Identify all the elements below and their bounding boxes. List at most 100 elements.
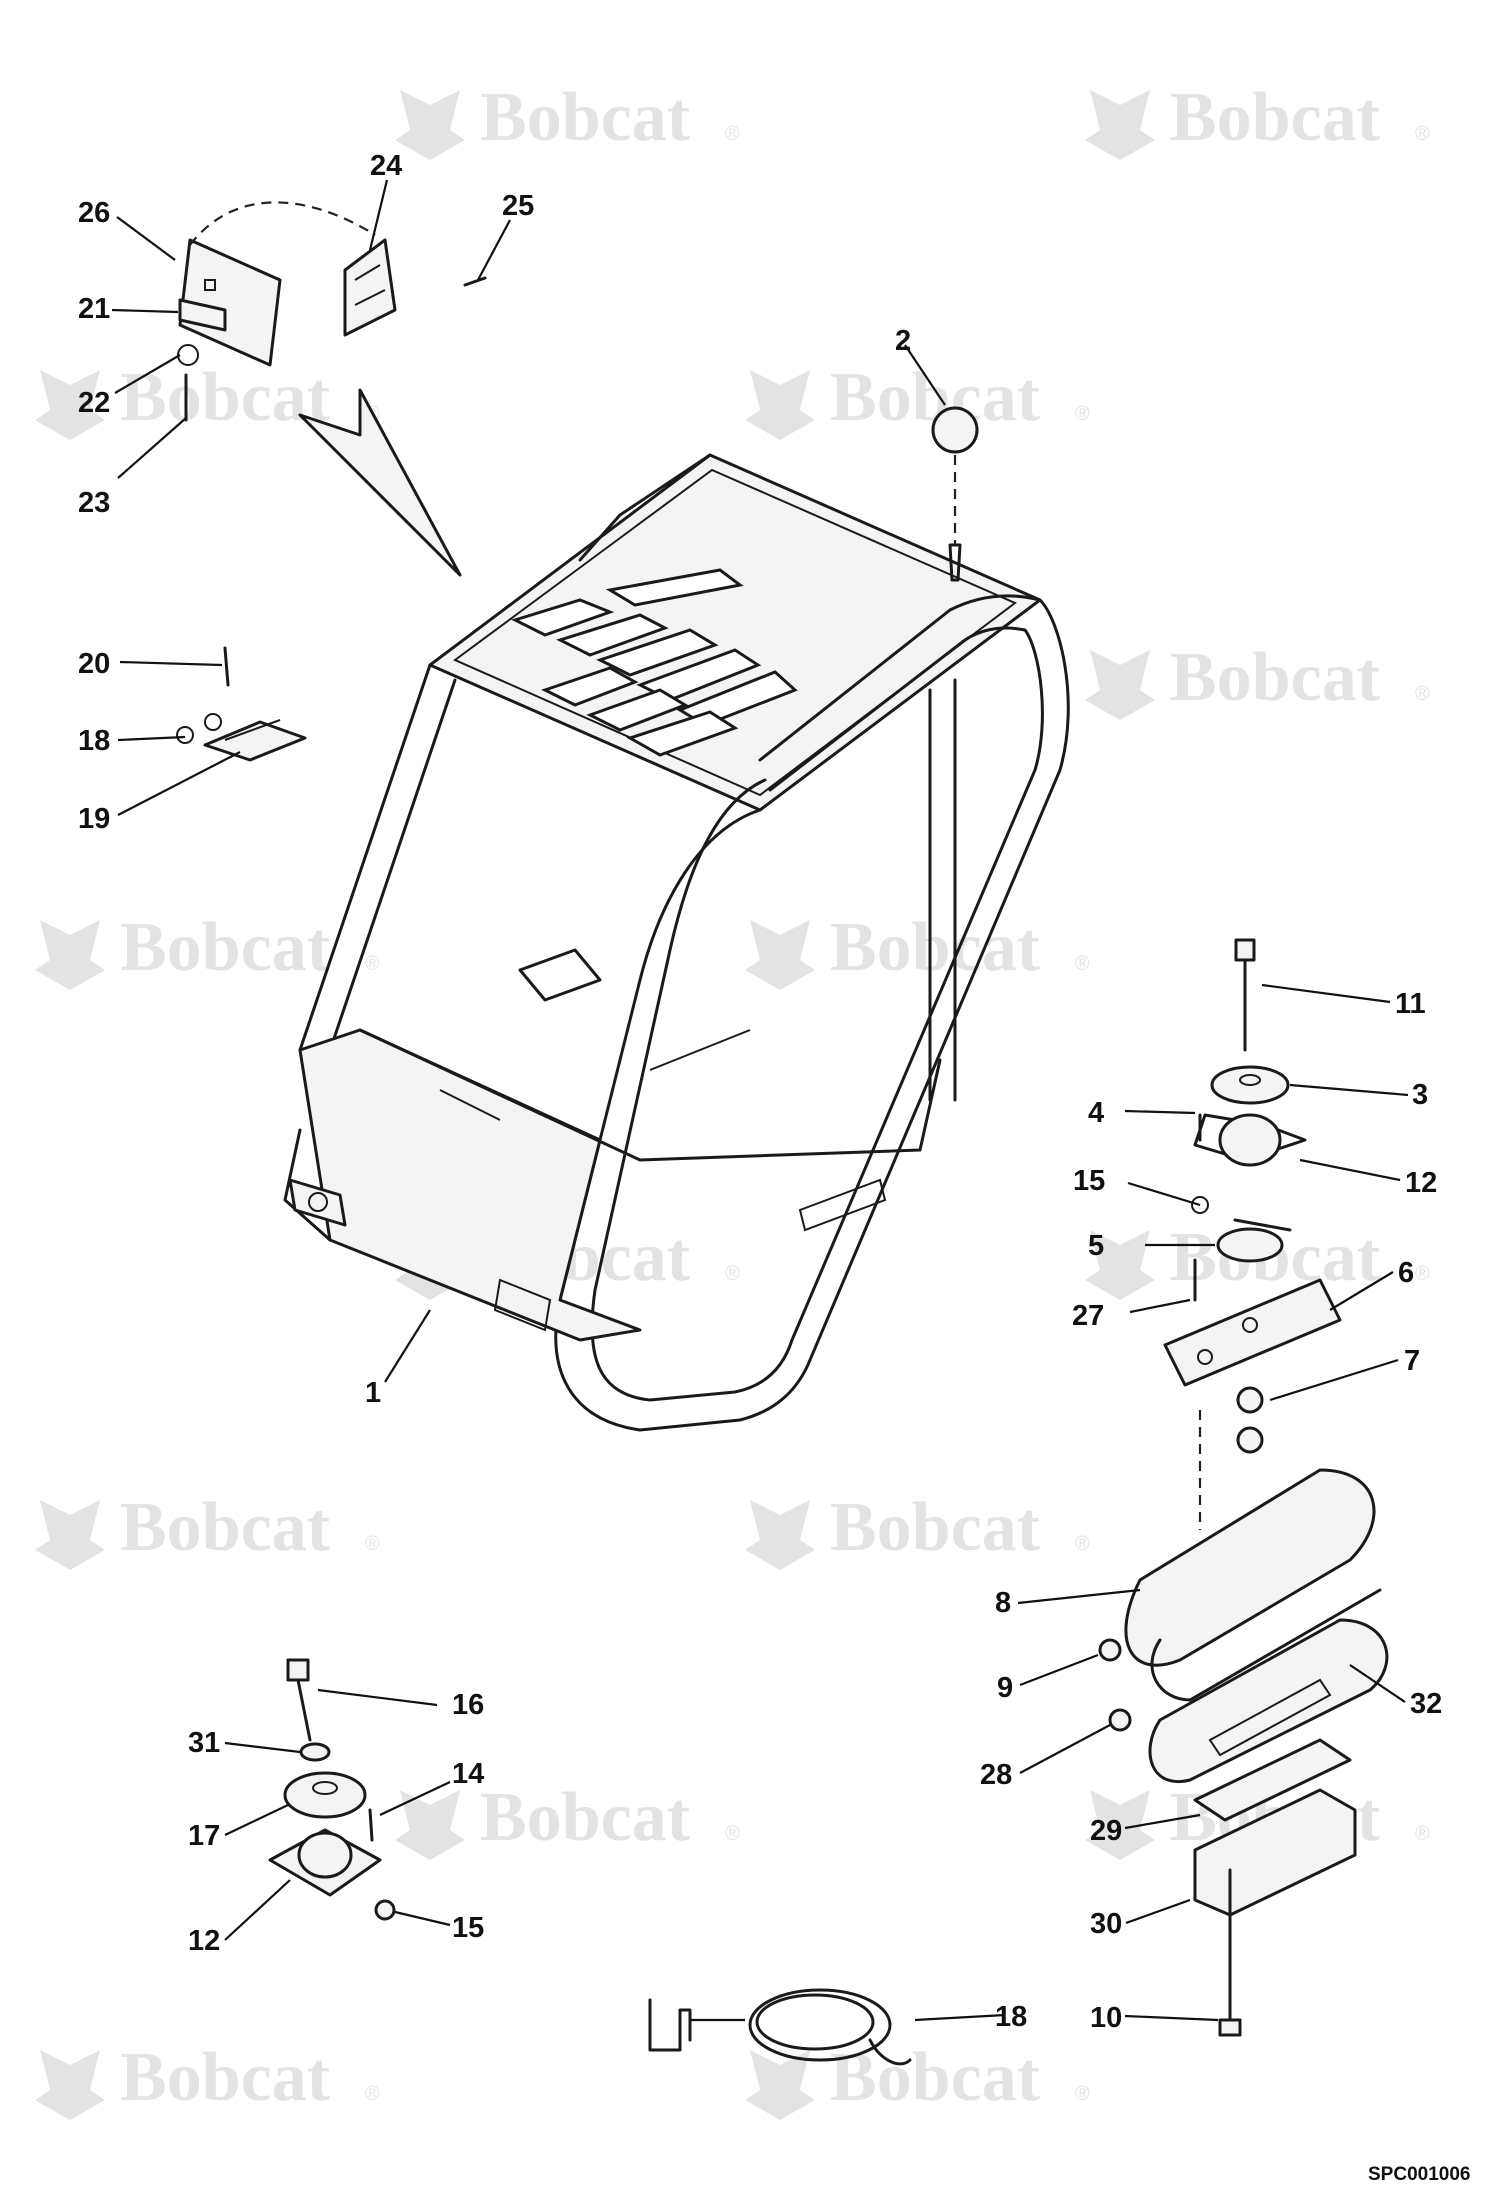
watermark-text: Bobcat [120, 2039, 330, 2116]
watermark: Bobcat ® [35, 1489, 380, 1570]
leader-lines [111, 179, 1409, 2022]
watermark: Bobcat ® [1085, 79, 1430, 160]
bobcat-logo-icon [35, 920, 105, 990]
callout-15-left: 15 [452, 1912, 484, 1944]
spring-mount-parts [1098, 1468, 1389, 2037]
callout-7: 7 [1404, 1345, 1420, 1377]
bobcat-logo-icon [745, 370, 815, 440]
drawing-code: SPC001006 [1368, 2164, 1470, 2185]
pointer-arrow [298, 388, 462, 577]
watermark-registered-mark: ® [365, 2083, 380, 2105]
callout-1: 1 [365, 1377, 381, 1409]
watermark: Bobcat ® [35, 909, 380, 990]
watermark: Bobcat ® [1085, 1219, 1430, 1300]
watermark-registered-mark: ® [1075, 2083, 1090, 2105]
watermark: Bobcat ® [35, 2039, 380, 2120]
watermark-registered-mark: ® [1075, 953, 1090, 975]
callout-21: 21 [78, 293, 110, 325]
watermark-text: Bobcat [1170, 79, 1380, 156]
callout-9: 9 [997, 1672, 1013, 1704]
bobcat-logo-icon [1085, 1230, 1155, 1300]
callout-10: 10 [1090, 2002, 1122, 2034]
callout-27: 27 [1072, 1300, 1104, 1332]
bobcat-logo-icon [1085, 90, 1155, 160]
callout-26: 26 [78, 197, 110, 229]
watermark-registered-mark: ® [365, 1533, 380, 1555]
bobcat-logo-icon [35, 1500, 105, 1570]
callout-32: 32 [1410, 1688, 1442, 1720]
watermark: Bobcat ® [1085, 639, 1430, 720]
watermark-registered-mark: ® [725, 1263, 740, 1285]
bobcat-logo-icon [395, 90, 465, 160]
callout-24: 24 [370, 150, 402, 182]
bobcat-logo-icon [745, 920, 815, 990]
watermark-text: Bobcat [120, 909, 330, 986]
watermark-text: Bobcat [120, 1489, 330, 1566]
callout-11: 11 [1395, 988, 1426, 1020]
watermark-registered-mark: ® [365, 953, 380, 975]
watermark: Bobcat® [35, 359, 380, 440]
callout-12-left: 12 [188, 1925, 220, 1957]
callout-16: 16 [452, 1689, 484, 1721]
edge-trim-part [648, 1988, 912, 2066]
callout-15-right: 15 [1073, 1165, 1105, 1197]
callout-22: 22 [78, 387, 110, 419]
watermark-text: Bobcat [830, 2039, 1040, 2116]
watermark: Bobcat ® [745, 2039, 1090, 2120]
watermark: Bobcat ® [395, 79, 740, 160]
callout-12-right: 12 [1405, 1167, 1437, 1199]
callout-5: 5 [1088, 1230, 1104, 1262]
watermark-registered-mark: ® [1415, 1263, 1430, 1285]
callout-23: 23 [78, 487, 110, 519]
watermark-text: Bobcat [1170, 639, 1380, 716]
callout-19: 19 [78, 803, 110, 835]
callout-30: 30 [1090, 1908, 1122, 1940]
watermark-registered-mark: ® [1415, 1823, 1430, 1845]
watermark-text: Bobcat [830, 1489, 1040, 1566]
right-mount-parts [1163, 938, 1342, 1530]
callout-29: 29 [1090, 1815, 1122, 1847]
callout-labels: 26 21 22 23 24 25 2 20 18 19 1 11 3 4 12… [78, 150, 1442, 2034]
callout-17: 17 [188, 1820, 220, 1852]
watermark-text: Bobcat [480, 1779, 690, 1856]
watermark-registered-mark: ® [725, 123, 740, 145]
roof-vents [510, 568, 798, 757]
cab-frame-part [283, 453, 1070, 1432]
watermark-text: Bobcat [1170, 1219, 1380, 1296]
callout-18-bottom: 18 [995, 2001, 1027, 2033]
callout-4: 4 [1088, 1097, 1104, 1129]
bobcat-logo-icon [745, 2050, 815, 2120]
watermark-text: Bobcat [480, 79, 690, 156]
bobcat-logo-icon [1085, 1790, 1155, 1860]
plate-assembly-parts [177, 201, 487, 422]
bobcat-logo-icon [35, 370, 105, 440]
watermark: Bobcat ® [395, 1779, 740, 1860]
watermark-text: Bobcat [830, 909, 1040, 986]
callout-14: 14 [452, 1758, 484, 1790]
watermark-registered-mark: ® [1075, 1533, 1090, 1555]
callout-20: 20 [78, 648, 110, 680]
watermark-registered-mark: ® [725, 1823, 740, 1845]
watermark: Bobcat® [745, 359, 1090, 440]
watermark-registered-mark: ® [1075, 403, 1090, 425]
bobcat-logo-icon [395, 1790, 465, 1860]
bobcat-logo-icon [1085, 650, 1155, 720]
bobcat-logo-icon [35, 2050, 105, 2120]
watermark: Bobcat ® [745, 1489, 1090, 1570]
callout-28: 28 [980, 1759, 1012, 1791]
bobcat-logo-icon [745, 1500, 815, 1570]
knob-part [931, 406, 979, 582]
watermark-registered-mark: ® [1415, 683, 1430, 705]
callout-6: 6 [1398, 1257, 1414, 1289]
watermark-text: Bobcat [120, 359, 330, 436]
watermark-registered-mark: ® [1415, 123, 1430, 145]
lower-left-mount-parts [268, 1658, 396, 1921]
callout-3: 3 [1412, 1079, 1428, 1111]
callout-2: 2 [895, 325, 911, 357]
callout-18-top: 18 [78, 725, 110, 757]
callout-25: 25 [502, 190, 534, 222]
callout-8: 8 [995, 1587, 1011, 1619]
callout-31: 31 [188, 1727, 220, 1759]
